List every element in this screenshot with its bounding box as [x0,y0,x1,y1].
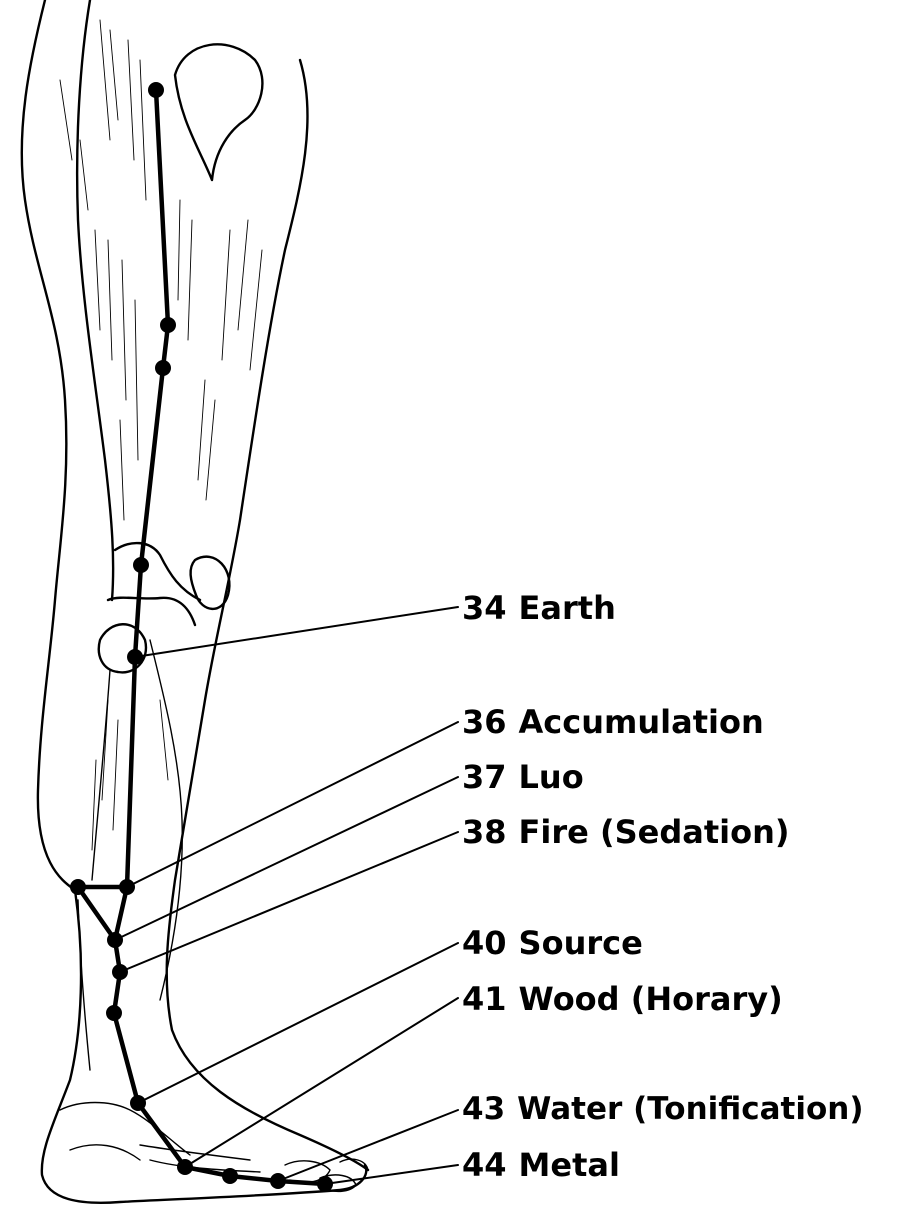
label-point-34: 34 Earth [462,592,616,624]
label-number: 44 [462,1149,507,1181]
label-text: Accumulation [519,703,764,741]
label-number: 36 [462,706,507,738]
label-text: Metal [519,1146,620,1184]
label-text: Source [519,924,643,962]
leg-back-contour [22,0,367,1203]
knee-joint-outline [108,543,200,625]
label-point-36: 36 Accumulation [462,706,764,738]
label-number: 41 [462,983,507,1015]
label-point-43: 43 Water (Tonification) [462,1094,864,1125]
label-point-44: 44 Metal [462,1149,620,1181]
label-text: Water (Tonification) [517,1091,863,1127]
thigh-inner-contour [77,0,113,600]
label-text: Luo [519,758,584,796]
ankle-bones [60,1103,260,1173]
label-point-38: 38 Fire (Sedation) [462,816,790,848]
label-number: 34 [462,592,507,624]
label-text: Wood (Horary) [519,980,783,1018]
label-number: 37 [462,761,507,793]
label-number: 40 [462,927,507,959]
label-text: Fire (Sedation) [519,813,790,851]
label-number: 43 [462,1094,505,1125]
label-number: 38 [462,816,507,848]
fibula-outline [92,670,110,880]
hip-bone-outline [175,44,262,180]
leader-lines [115,607,458,1184]
label-text: Earth [519,589,616,627]
label-point-37: 37 Luo [462,761,584,793]
label-point-41: 41 Wood (Horary) [462,983,783,1015]
label-point-40: 40 Source [462,927,643,959]
meridian-line [114,90,325,1184]
tibia-outline [150,640,182,1000]
